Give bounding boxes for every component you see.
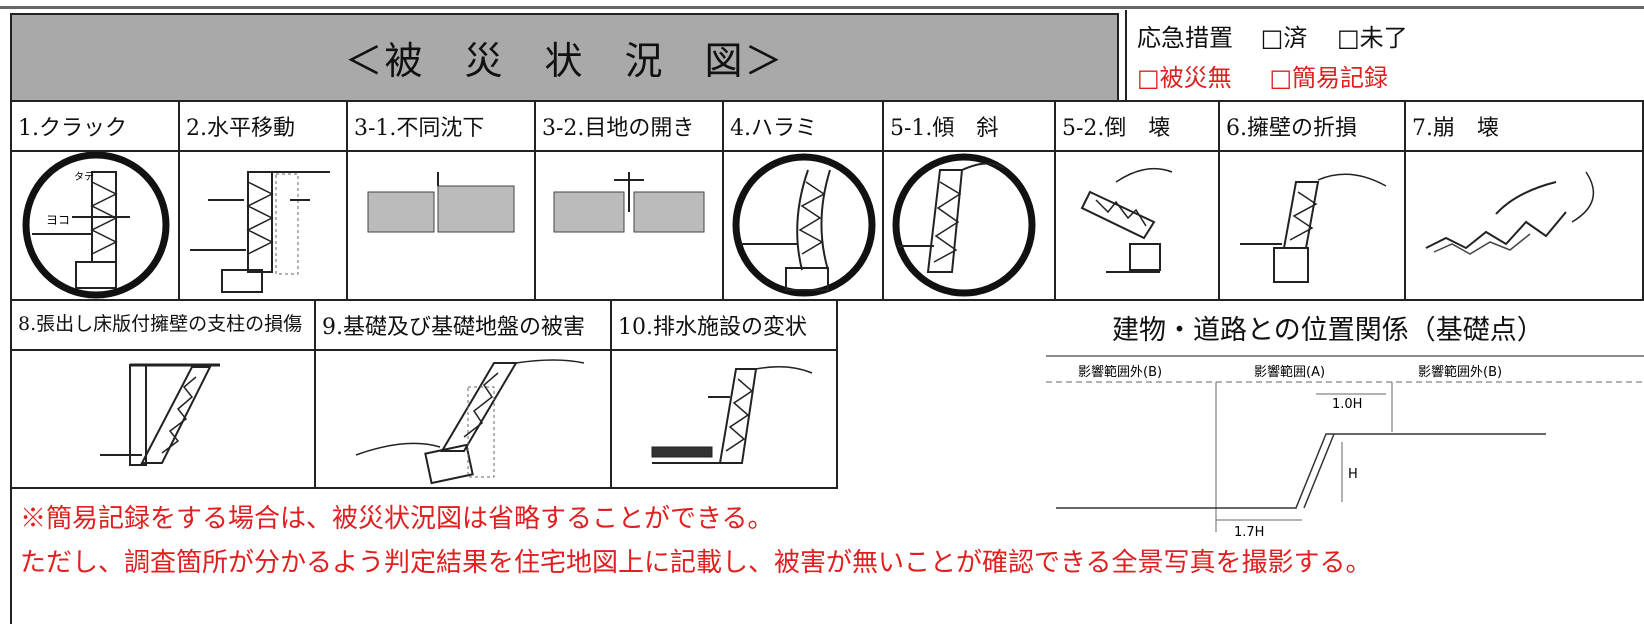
position-diagram-title: 建物・道路との位置関係（基礎点） (1112, 315, 1544, 346)
zone-label-inside: 影響範囲(A) (1254, 364, 1325, 380)
joint-opening-sketch (553, 172, 705, 233)
damage-cell-bulging[interactable]: 4.ハラミ (724, 102, 884, 299)
damage-label-crack: 1.クラック (12, 102, 178, 152)
damage-label-drainage: 10.排水施設の変状 (612, 301, 836, 351)
damage-cell-drainage[interactable]: 10.排水施設の変状 (612, 301, 836, 487)
sketch-label-yoko: ヨコ (46, 213, 70, 227)
dim-label-bottom: 1.7H (1234, 525, 1264, 540)
collapse-sketch (1425, 171, 1595, 255)
damage-label-horizontal-move: 2.水平移動 (180, 102, 346, 152)
damage-cell-uneven-settlement[interactable]: 3-1.不同沈下 (348, 102, 536, 299)
damage-cell-collapse[interactable]: 7.崩 壊 (1406, 102, 1642, 299)
selection-circle (892, 153, 1036, 297)
bulging-sketch (732, 153, 876, 297)
top-rule (0, 6, 1644, 9)
wall-break-sketch (1240, 173, 1387, 283)
collapse-fall-sketch (1080, 167, 1173, 273)
damage-cell-horizontal-move[interactable]: 2.水平移動 (180, 102, 348, 299)
dim-label-top: 1.0H (1332, 397, 1362, 412)
uneven-settlement-sketch (367, 172, 515, 233)
selection-circle (22, 152, 170, 299)
damage-cell-crack[interactable]: 1.クラック ヨコ タテ (12, 102, 180, 299)
emergency-status-panel: 応急措置 □済 □未了 □被災無 □簡易記録 (1125, 10, 1644, 102)
damage-label-bulging: 4.ハラミ (724, 102, 882, 152)
zone-label-outside-left: 影響範囲外(B) (1078, 364, 1162, 380)
damage-label-collapse: 7.崩 壊 (1406, 102, 1642, 152)
page-title-bar: ＜被 災 状 況 図＞ (10, 13, 1119, 102)
position-diagram: 建物・道路との位置関係（基礎点） 影響範囲外(B) 影響範囲(A) 影響範囲外(… (1046, 306, 1644, 542)
damage-label-wall-break: 6.擁壁の折損 (1220, 102, 1404, 152)
zone-label-outside-right: 影響範囲外(B) (1418, 364, 1502, 380)
checkbox-simple-record[interactable]: □簡易記録 (1269, 64, 1389, 92)
cantilever-support-sketch (100, 363, 220, 466)
crack-sketch: ヨコ タテ (22, 152, 170, 299)
emergency-row: 応急措置 □済 □未了 (1137, 18, 1408, 53)
damage-label-tilt: 5-1.傾 斜 (884, 102, 1054, 152)
damage-cell-cantilever-support[interactable]: 8.張出し床版付擁壁の支柱の損傷 (12, 301, 316, 487)
damage-cell-collapse-fall[interactable]: 5-2.倒 壊 (1056, 102, 1220, 299)
damage-cell-tilt[interactable]: 5-1.傾 斜 (884, 102, 1056, 299)
note-line-1: ※簡易記録をする場合は、被災状況図は省略することができる。 (20, 504, 774, 534)
position-diagram-figure: 影響範囲外(B) 影響範囲(A) 影響範囲外(B) 1.0H H 1.7H (1046, 355, 1644, 540)
emergency-label: 応急措置 (1137, 24, 1233, 52)
foundation-sketch (355, 359, 585, 485)
record-row: □被災無 □簡易記録 (1137, 58, 1388, 93)
selection-circle (732, 153, 876, 297)
notes-area: ※簡易記録をする場合は、被災状況図は省略することができる。 ただし、調査箇所が分… (10, 488, 1644, 624)
drainage-sketch (651, 366, 813, 464)
horizontal-move-sketch (190, 171, 330, 293)
damage-label-cantilever-support: 8.張出し床版付擁壁の支柱の損傷 (12, 301, 314, 351)
checkbox-done[interactable]: □済 (1260, 24, 1308, 52)
damage-label-foundation: 9.基礎及び基礎地盤の被害 (316, 301, 610, 351)
damage-label-joint-opening: 3-2.目地の開き (536, 102, 722, 152)
damage-cell-joint-opening[interactable]: 3-2.目地の開き (536, 102, 724, 299)
note-line-2: ただし、調査箇所が分かるよう判定結果を住宅地図上に記載し、被害が無いことが確認で… (20, 548, 1372, 578)
damage-cell-foundation[interactable]: 9.基礎及び基礎地盤の被害 (316, 301, 612, 487)
damage-type-grid-row1: 1.クラック ヨコ タテ 2.水平移動 3-1.不同沈下 (10, 100, 1644, 301)
dim-label-height: H (1348, 467, 1358, 482)
page-title: ＜被 災 状 況 図＞ (344, 39, 785, 83)
damage-type-grid-row2: 8.張出し床版付擁壁の支柱の損傷 9.基礎及び基礎地盤の被害 10.排水施設の変… (10, 299, 838, 489)
damage-label-collapse-fall: 5-2.倒 壊 (1056, 102, 1218, 152)
damage-label-uneven-settlement: 3-1.不同沈下 (348, 102, 534, 152)
checkbox-not-done[interactable]: □未了 (1336, 24, 1408, 52)
checkbox-no-damage[interactable]: □被災無 (1137, 64, 1232, 92)
sketch-label-tate: タテ (74, 171, 94, 183)
damage-cell-wall-break[interactable]: 6.擁壁の折損 (1220, 102, 1406, 299)
tilt-sketch (892, 153, 1036, 297)
